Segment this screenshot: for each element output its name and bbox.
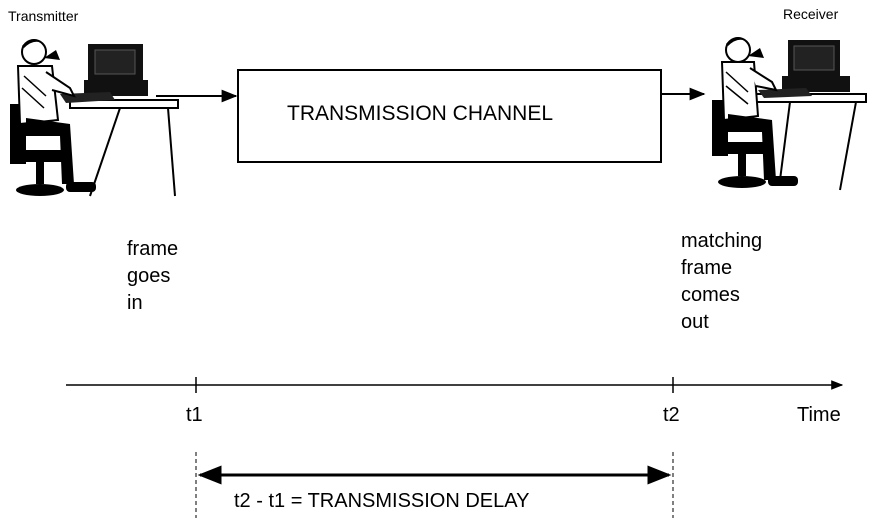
receiver-person-icon xyxy=(712,37,866,190)
t1-label: t1 xyxy=(186,404,203,427)
input-note: frame goes in xyxy=(127,236,178,317)
t2-label: t2 xyxy=(663,404,680,427)
channel-label: TRANSMISSION CHANNEL xyxy=(287,102,553,126)
input-note-line: frame xyxy=(127,236,178,263)
output-note-line: matching xyxy=(681,228,762,255)
time-axis-label: Time xyxy=(797,404,841,427)
input-note-line: in xyxy=(127,290,178,317)
receiver-label: Receiver xyxy=(783,6,838,22)
delay-label: t2 - t1 = TRANSMISSION DELAY xyxy=(234,490,529,513)
transmitter-person-icon xyxy=(10,39,178,196)
input-note-line: goes xyxy=(127,263,178,290)
output-note-line: frame xyxy=(681,255,762,282)
output-note-line: out xyxy=(681,309,762,336)
output-note: matching frame comes out xyxy=(681,228,762,336)
transmitter-label: Transmitter xyxy=(8,8,78,24)
output-note-line: comes xyxy=(681,282,762,309)
